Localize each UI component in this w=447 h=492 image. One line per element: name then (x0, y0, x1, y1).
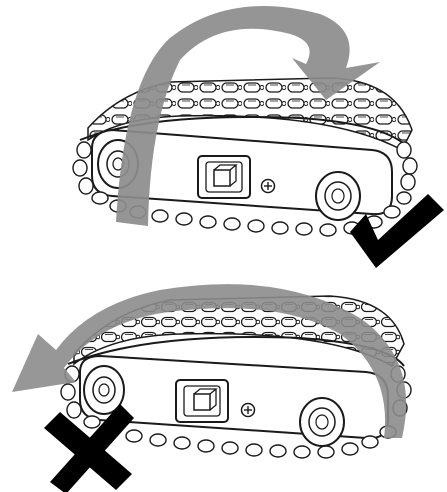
incorrect-panel (12, 284, 411, 492)
screw-icon-bottom (242, 404, 255, 417)
rear-chain (397, 142, 417, 190)
front-chain (73, 142, 93, 194)
center-housing-bottom (176, 380, 228, 422)
screw-icon (262, 180, 275, 193)
correct-panel (73, 6, 444, 268)
rear-hub-bottom (300, 398, 344, 446)
center-housing (198, 156, 250, 198)
rear-hub (316, 172, 360, 220)
